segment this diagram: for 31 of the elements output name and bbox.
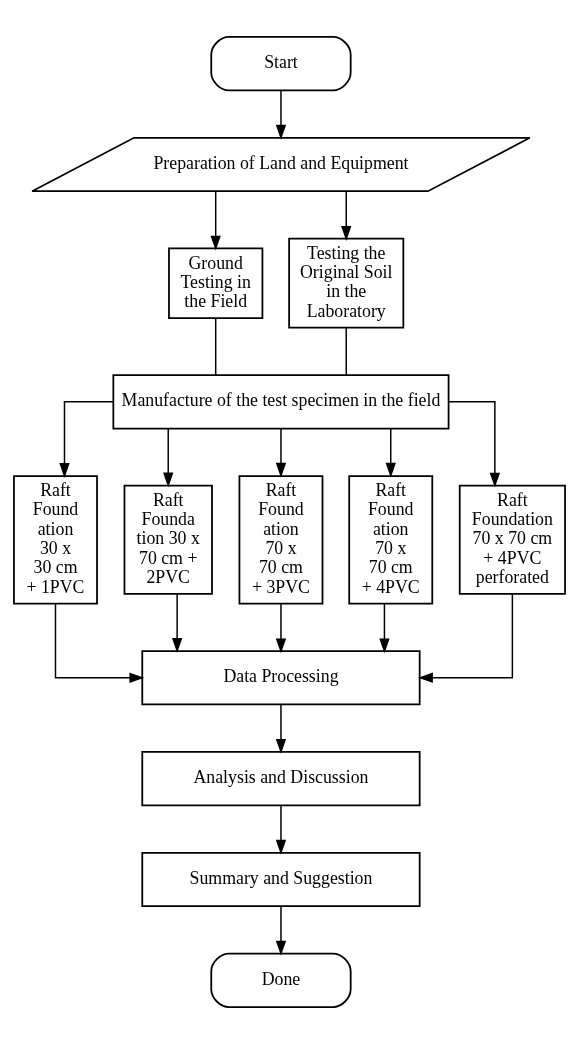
node-box: Manufacture of the test specimen in the field <box>112 373 450 429</box>
arrow <box>341 190 352 241</box>
node-box: Done <box>210 952 352 1008</box>
node-box: Summary and Suggestion <box>141 851 421 907</box>
arrow <box>275 804 287 855</box>
node-box: Analysis and Discussion <box>141 750 421 806</box>
node-box: Testing the Original Soil in the Laboratory <box>288 237 405 329</box>
connector <box>345 326 347 376</box>
arrow <box>54 602 145 683</box>
arrow <box>171 593 183 653</box>
arrow <box>418 593 514 683</box>
node-box: Data Processing <box>141 649 421 705</box>
arrow <box>275 905 287 955</box>
node-box: Raft Found ation 70 x 70 cm + 3PVC <box>238 474 324 604</box>
node-box: Ground Testing in the Field <box>168 246 264 319</box>
arrow <box>379 602 390 653</box>
node-box: Raft Found ation 70 x 70 cm + 4PVC <box>348 474 434 604</box>
arrow <box>210 190 221 250</box>
arrow <box>275 602 287 653</box>
arrow <box>275 427 287 478</box>
arrow <box>163 427 174 487</box>
arrow <box>448 400 501 487</box>
node-box: Start <box>210 35 352 91</box>
arrow <box>59 400 114 478</box>
arrow <box>275 89 287 140</box>
node-box: Raft Foundation 70 x 70 cm + 4PVC perforated <box>458 484 566 595</box>
arrow <box>385 427 396 478</box>
connector <box>214 316 217 376</box>
node-box: Raft Found ation 30 x 30 cm + 1PVC <box>13 474 98 604</box>
arrow <box>275 703 287 754</box>
node-box: Raft Founda tion 30 x 70 cm + 2PVC <box>123 484 213 595</box>
